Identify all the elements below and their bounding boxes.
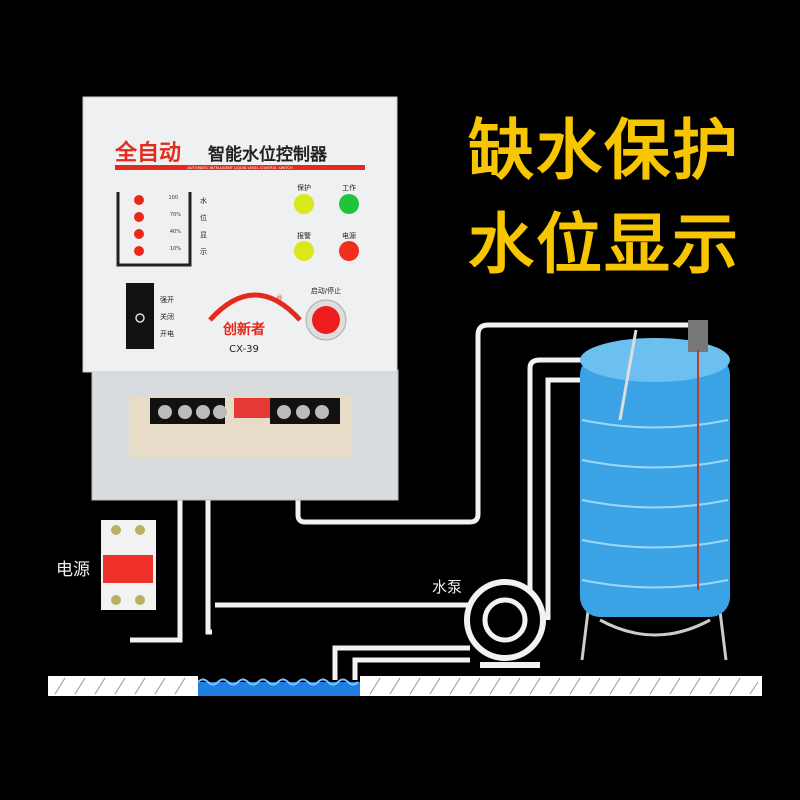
level-label: 水 位 显 示 (200, 196, 207, 256)
brand-logo: 创新者 (222, 321, 265, 338)
water-pool (198, 682, 360, 696)
svg-text:显: 显 (200, 231, 207, 239)
level-100: 100 (168, 195, 178, 201)
svg-text:保护: 保护 (297, 183, 311, 192)
level-70: 70% (170, 212, 181, 218)
indicator-light-icon (294, 194, 359, 261)
headline-line2: 水位显示 (468, 206, 740, 283)
circuit-breaker-icon (101, 520, 156, 610)
controller-box: 全自动 智能水位控制器 AUTOMATIC INTELLIGENT LIQUID… (82, 96, 399, 501)
svg-text:关闭: 关闭 (160, 312, 174, 321)
svg-text:强开: 强开 (160, 296, 174, 304)
subtitle: AUTOMATIC INTELLIGENT LIQUID LEVEL CONTR… (187, 166, 292, 170)
water-tank-icon (580, 320, 730, 661)
pipes (130, 322, 690, 680)
title-red: 全自动 (114, 140, 181, 166)
title-black: 智能水位控制器 (208, 144, 328, 165)
level-40: 40% (170, 229, 181, 235)
headline-line1: 缺水保护 (468, 112, 740, 189)
rocker-switch-icon (126, 283, 154, 349)
svg-text:报警: 报警 (297, 231, 311, 240)
pump-label: 水泵 (432, 578, 462, 596)
registered-mark: ® (276, 294, 283, 302)
indicator-labels: 保护 工作 报警 电源 (297, 183, 356, 240)
start-stop-label: 启动/停止 (311, 286, 341, 295)
svg-text:示: 示 (200, 248, 207, 256)
ground (48, 676, 762, 696)
svg-text:开电: 开电 (160, 329, 174, 338)
svg-text:电源: 电源 (342, 231, 356, 240)
level-10: 10% (170, 246, 181, 252)
svg-text:水: 水 (200, 196, 207, 205)
svg-text:位: 位 (200, 213, 207, 222)
pump-icon (464, 579, 546, 668)
svg-text:工作: 工作 (342, 183, 356, 192)
switch-labels: 强开 关闭 开电 (160, 296, 174, 338)
level-led-icon (134, 195, 144, 256)
power-label: 电源 (56, 560, 90, 580)
model-number: CX-39 (229, 344, 259, 355)
